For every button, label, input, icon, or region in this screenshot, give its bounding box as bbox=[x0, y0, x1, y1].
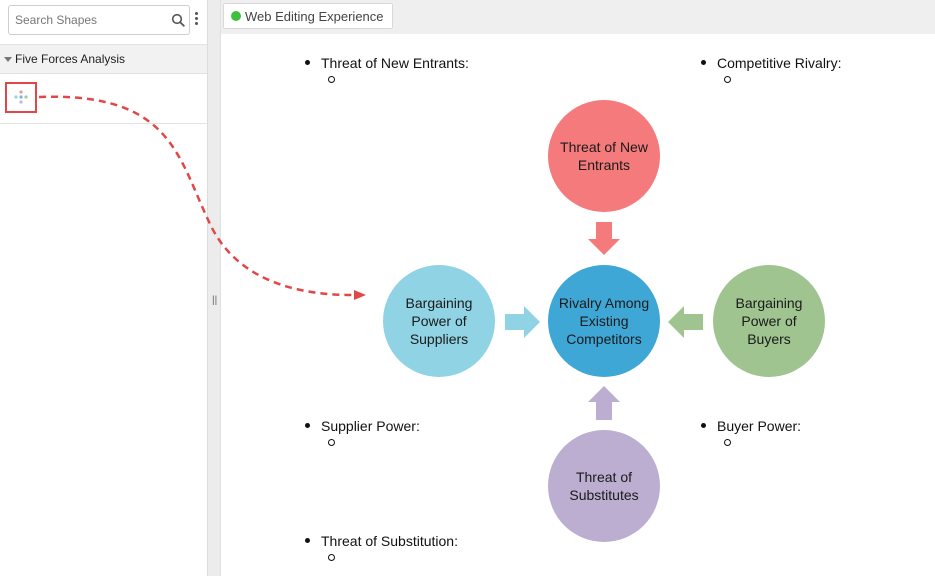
editing-canvas[interactable]: Threat of New Entrants: Competitive Riva… bbox=[221, 34, 935, 576]
arrow-right-icon bbox=[505, 306, 540, 338]
tab-web-editing-experience[interactable]: Web Editing Experience bbox=[223, 3, 393, 29]
arrow-up-icon bbox=[588, 386, 620, 420]
circle-threat-new-entrants[interactable]: Threat of New Entrants bbox=[548, 100, 660, 212]
splitter-grip-icon: || bbox=[212, 295, 218, 306]
sub-bullet-marker bbox=[328, 554, 335, 561]
circle-label: Bargaining Power of Suppliers bbox=[405, 295, 473, 347]
more-options-icon[interactable] bbox=[195, 12, 199, 28]
arrow-left-icon bbox=[668, 306, 703, 338]
sub-bullet-marker bbox=[328, 439, 335, 446]
circle-label: Threat of Substitutes bbox=[569, 469, 639, 503]
bullet-text: Competitive Rivalry: bbox=[701, 54, 841, 72]
circle-threat-substitutes[interactable]: Threat of Substitutes bbox=[548, 430, 660, 542]
five-forces-shape-item[interactable] bbox=[5, 82, 37, 113]
caret-down-icon bbox=[4, 56, 12, 62]
bullet-competitive-rivalry: Competitive Rivalry: bbox=[701, 54, 841, 83]
category-header-five-forces[interactable]: Five Forces Analysis bbox=[0, 44, 207, 74]
circle-label: Bargaining Power of Buyers bbox=[735, 295, 803, 347]
sub-bullet-marker bbox=[724, 439, 731, 446]
circle-label: Threat of New Entrants bbox=[560, 139, 648, 173]
circle-label: Rivalry Among Existing Competitors bbox=[558, 295, 650, 347]
sub-bullet-marker bbox=[328, 76, 335, 83]
arrow-down-icon bbox=[588, 222, 620, 255]
panel-splitter[interactable]: || bbox=[208, 0, 221, 576]
sub-bullet-marker bbox=[724, 76, 731, 83]
bullet-text: Threat of New Entrants: bbox=[305, 54, 469, 72]
circle-competitive-rivalry[interactable]: Rivalry Among Existing Competitors bbox=[548, 265, 660, 377]
category-label: Five Forces Analysis bbox=[15, 52, 126, 66]
five-forces-shape-icon bbox=[14, 90, 28, 104]
search-box[interactable] bbox=[8, 5, 190, 35]
bullet-buyer-power: Buyer Power: bbox=[701, 417, 801, 446]
bullet-text: Threat of Substitution: bbox=[305, 532, 458, 550]
bullet-text: Supplier Power: bbox=[305, 417, 420, 435]
shape-tray bbox=[0, 74, 207, 124]
shapes-sidebar: Five Forces Analysis bbox=[0, 0, 208, 576]
bullet-text: Buyer Power: bbox=[701, 417, 801, 435]
search-input[interactable] bbox=[15, 6, 165, 34]
circle-supplier-power[interactable]: Bargaining Power of Suppliers bbox=[383, 265, 495, 377]
tab-label: Web Editing Experience bbox=[245, 8, 384, 24]
status-dot-icon bbox=[231, 11, 241, 21]
bullet-substitution: Threat of Substitution: bbox=[305, 532, 458, 561]
document-tab-bar: Web Editing Experience bbox=[221, 0, 935, 34]
bullet-supplier-power: Supplier Power: bbox=[305, 417, 420, 446]
bullet-new-entrants: Threat of New Entrants: bbox=[305, 54, 469, 83]
search-icon[interactable] bbox=[171, 13, 185, 27]
circle-buyer-power[interactable]: Bargaining Power of Buyers bbox=[713, 265, 825, 377]
